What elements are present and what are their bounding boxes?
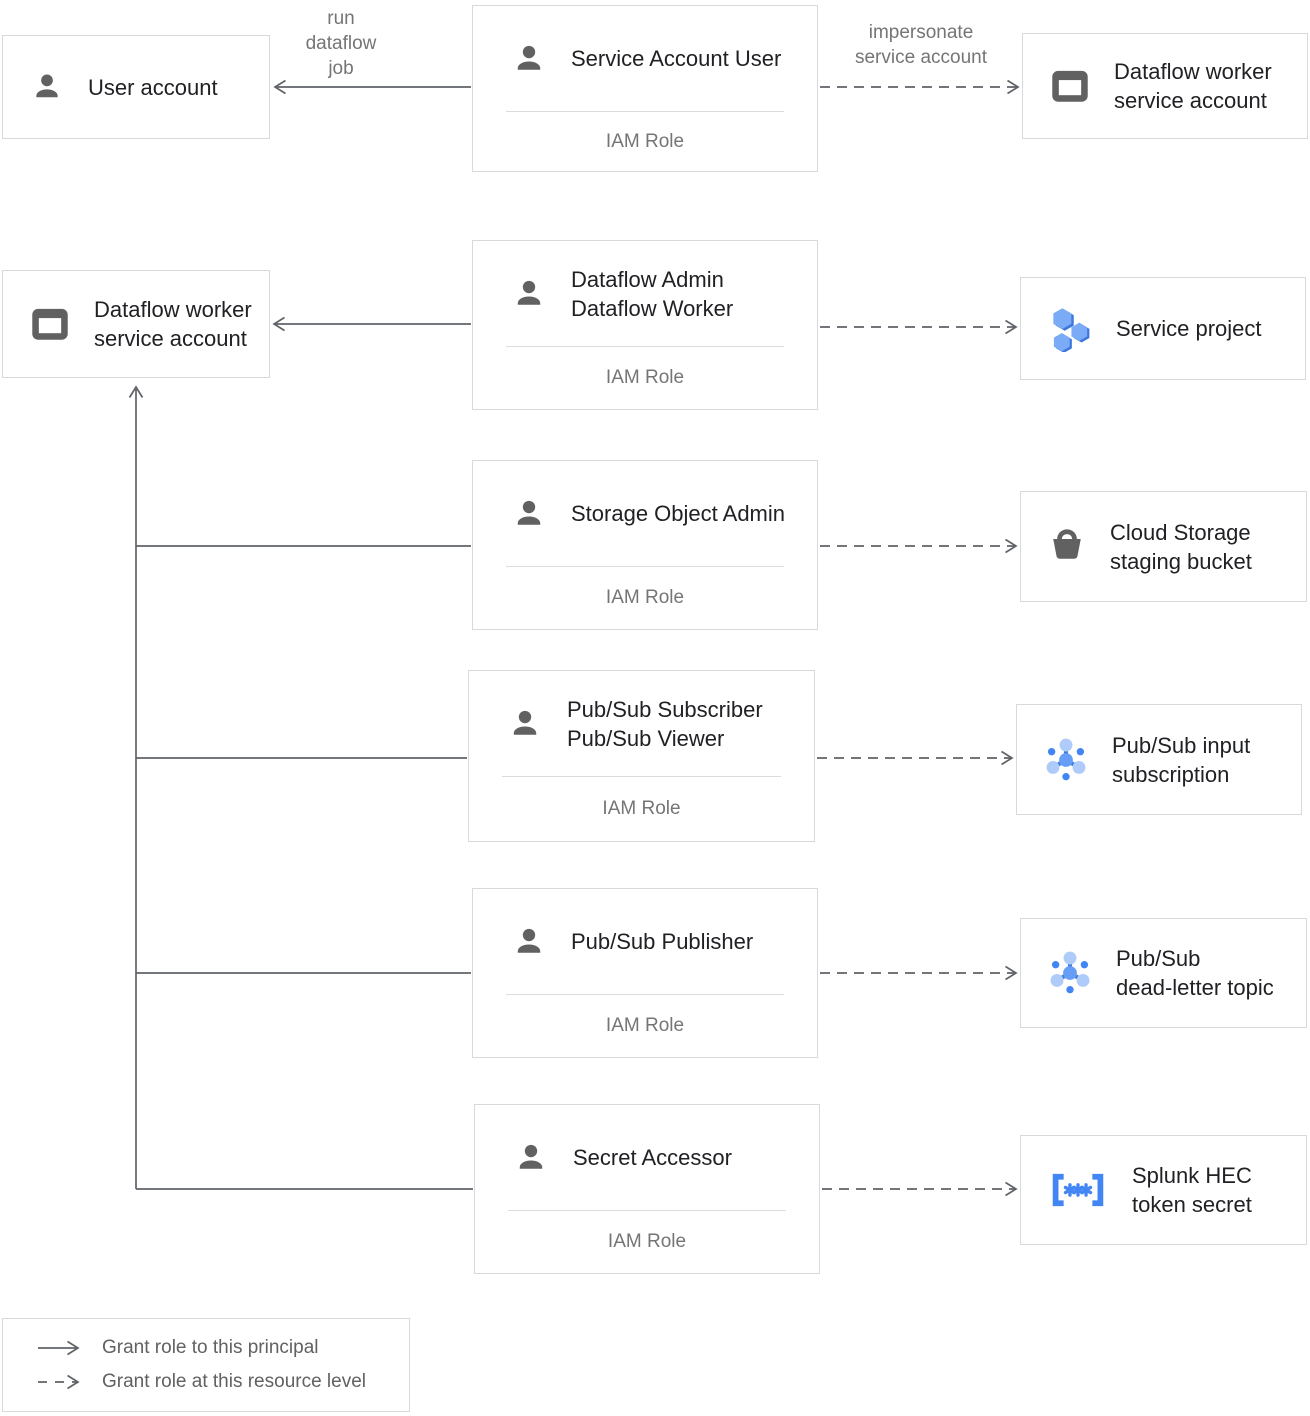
person-icon xyxy=(510,495,548,533)
box-label-line: Splunk HEC xyxy=(1132,1163,1252,1188)
box-label-line: token secret xyxy=(1132,1192,1252,1217)
box-user-account: User account xyxy=(2,35,270,139)
iam-role-label: IAM Role xyxy=(607,1231,687,1252)
role-title-line: Dataflow Admin xyxy=(571,266,724,292)
box-dataflow-worker-service-account-right: Dataflow worker service account xyxy=(1022,33,1308,139)
box-role-service-account-user: Service Account User IAM Role xyxy=(472,5,818,172)
iam-role-label: IAM Role xyxy=(605,587,685,608)
box-role-dataflow-admin-worker: Dataflow Admin Dataflow Worker IAM Role xyxy=(472,240,818,410)
role-title-line: Secret Accessor xyxy=(573,1145,732,1170)
legend-row-solid: Grant role to this principal xyxy=(3,1336,409,1360)
edge-label-line: impersonate xyxy=(868,22,974,43)
edge-label-line: service account xyxy=(854,47,987,68)
box-splunk-hec-token-secret: Splunk HEC token secret xyxy=(1020,1135,1307,1245)
box-label-line: dead-letter topic xyxy=(1116,975,1274,1000)
box-label-line: Service project xyxy=(1116,316,1262,341)
divider xyxy=(506,346,784,347)
divider xyxy=(506,111,784,112)
box-label-line: Cloud Storage xyxy=(1110,519,1251,545)
box-role-secret-accessor: Secret Accessor IAM Role xyxy=(474,1104,820,1274)
legend: Grant role to this principal Grant role … xyxy=(2,1318,410,1412)
legend-row-dashed: Grant role at this resource level xyxy=(3,1370,409,1394)
box-label-line: Pub/Sub input xyxy=(1112,732,1251,758)
role-title-line: Pub/Sub Publisher xyxy=(571,929,754,954)
box-label-line: service account xyxy=(94,326,247,351)
box-role-storage-object-admin: Storage Object Admin IAM Role xyxy=(472,460,818,630)
box-cloud-storage-staging-bucket: Cloud Storage staging bucket xyxy=(1020,491,1307,602)
divider xyxy=(508,1210,786,1211)
role-title-line: Dataflow Worker xyxy=(571,295,734,321)
iam-role-label: IAM Role xyxy=(605,130,685,152)
iam-role-label: IAM Role xyxy=(602,798,681,819)
storage-bucket-icon xyxy=(1047,527,1087,567)
divider xyxy=(502,776,781,777)
role-title-line: Service Account User xyxy=(571,46,782,71)
box-dataflow-worker-service-account-left: Dataflow worker service account xyxy=(2,270,270,378)
person-icon xyxy=(510,275,548,313)
service-account-icon xyxy=(29,304,71,344)
edge-label-line: dataflow xyxy=(305,33,377,54)
divider xyxy=(506,994,784,995)
person-icon xyxy=(512,1139,550,1177)
legend-label-dashed: Grant role at this resource level xyxy=(102,1371,367,1392)
edge-label-line: job xyxy=(328,58,354,79)
edge-label-line: run xyxy=(327,8,355,29)
iam-role-label: IAM Role xyxy=(605,1015,685,1036)
role-title-line: Storage Object Admin xyxy=(571,501,786,526)
box-service-project: Service project xyxy=(1020,277,1306,380)
box-role-pubsub-subscriber-viewer: Pub/Sub Subscriber Pub/Sub Viewer IAM Ro… xyxy=(468,670,815,842)
box-label-line: Pub/Sub xyxy=(1116,946,1201,971)
person-icon xyxy=(510,923,548,961)
box-pubsub-dead-letter-topic: Pub/Sub dead-letter topic xyxy=(1020,918,1307,1028)
person-icon xyxy=(510,40,548,78)
box-label-line: staging bucket xyxy=(1110,548,1252,574)
box-label-line: Dataflow worker xyxy=(1114,59,1272,84)
dashed-arrow-icon xyxy=(36,1373,86,1391)
iam-role-label: IAM Role xyxy=(605,367,685,388)
box-pubsub-input-subscription: Pub/Sub input subscription xyxy=(1016,704,1302,815)
edge-label-run-dataflow-job: run dataflow job xyxy=(281,6,401,81)
person-icon xyxy=(506,705,544,743)
box-label-line: User account xyxy=(88,74,218,100)
edge-label-impersonate-service-account: impersonate service account xyxy=(806,20,1036,70)
pubsub-icon xyxy=(1047,950,1093,996)
person-icon xyxy=(29,69,65,105)
box-label-line: service account xyxy=(1114,88,1267,113)
service-account-icon xyxy=(1049,66,1091,106)
role-title-line: Pub/Sub Viewer xyxy=(567,725,725,751)
divider xyxy=(506,566,784,567)
role-title-line: Pub/Sub Subscriber xyxy=(567,696,763,722)
secret-icon xyxy=(1047,1170,1109,1210)
box-label-line: Dataflow worker xyxy=(94,297,252,322)
box-role-pubsub-publisher: Pub/Sub Publisher IAM Role xyxy=(472,888,818,1058)
box-label-line: subscription xyxy=(1112,761,1230,787)
pubsub-icon xyxy=(1043,737,1089,783)
project-hexagons-icon xyxy=(1047,306,1093,352)
legend-label-solid: Grant role to this principal xyxy=(102,1337,319,1358)
solid-arrow-icon xyxy=(36,1339,86,1357)
